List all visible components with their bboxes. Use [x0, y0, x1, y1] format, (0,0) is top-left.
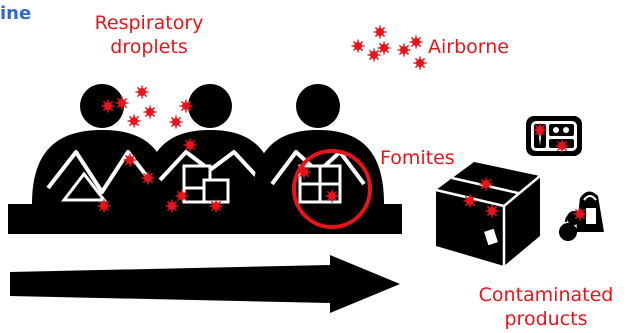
food-tray-icon — [526, 116, 582, 156]
flow-arrow — [10, 255, 400, 313]
virus-particle-icon — [296, 164, 312, 180]
virus-particle-icon — [100, 98, 116, 114]
virus-particle-icon — [372, 24, 388, 40]
virus-particle-icon — [168, 114, 184, 130]
worker-2-icon — [144, 84, 276, 204]
virus-particle-icon — [96, 198, 112, 214]
virus-particle-icon — [182, 137, 198, 153]
virus-particle-icon — [412, 55, 428, 71]
virus-particle-icon — [396, 42, 412, 58]
virus-particle-icon — [366, 47, 382, 63]
virus-particle-icon — [134, 84, 150, 100]
virus-particle-icon — [462, 193, 478, 209]
cropped-title-text: ine — [0, 3, 32, 24]
virus-particle-icon — [174, 188, 190, 204]
virus-particle-icon — [140, 170, 156, 186]
shipping-box-icon — [435, 162, 541, 266]
worker-1-icon — [32, 84, 170, 204]
virus-particle-icon — [126, 113, 142, 129]
virus-particle-icon — [142, 104, 158, 120]
worker-3-icon — [252, 84, 384, 204]
virus-particle-icon — [572, 206, 588, 222]
virus-particle-icon — [324, 188, 340, 204]
fomites-highlight-circle — [292, 149, 372, 229]
virus-particle-icon — [478, 176, 494, 192]
virus-particle-icon — [164, 198, 180, 214]
virus-particle-icon — [408, 34, 424, 50]
respiratory-droplets-label-line1: Respiratory — [94, 12, 204, 34]
fomites-label: Fomites — [380, 147, 455, 169]
respiratory-droplets-label-line2: droplets — [110, 36, 188, 58]
virus-particle-icon — [554, 138, 570, 154]
conveyor-belt — [8, 204, 402, 234]
virus-particle-icon — [350, 38, 366, 54]
virus-particle-icon — [114, 95, 130, 111]
virus-particle-icon — [122, 152, 138, 168]
contaminated-products-label-line2: products — [504, 308, 588, 330]
virus-particle-icon — [178, 98, 194, 114]
airborne-label: Airborne — [428, 36, 509, 58]
virus-particle-icon — [484, 203, 500, 219]
contaminated-products-label-line1: Contaminated — [478, 284, 614, 306]
produce-bag-icon — [559, 191, 604, 241]
virus-particle-icon — [532, 122, 548, 138]
virus-particle-icon — [208, 198, 224, 214]
virus-particle-icon — [376, 40, 392, 56]
